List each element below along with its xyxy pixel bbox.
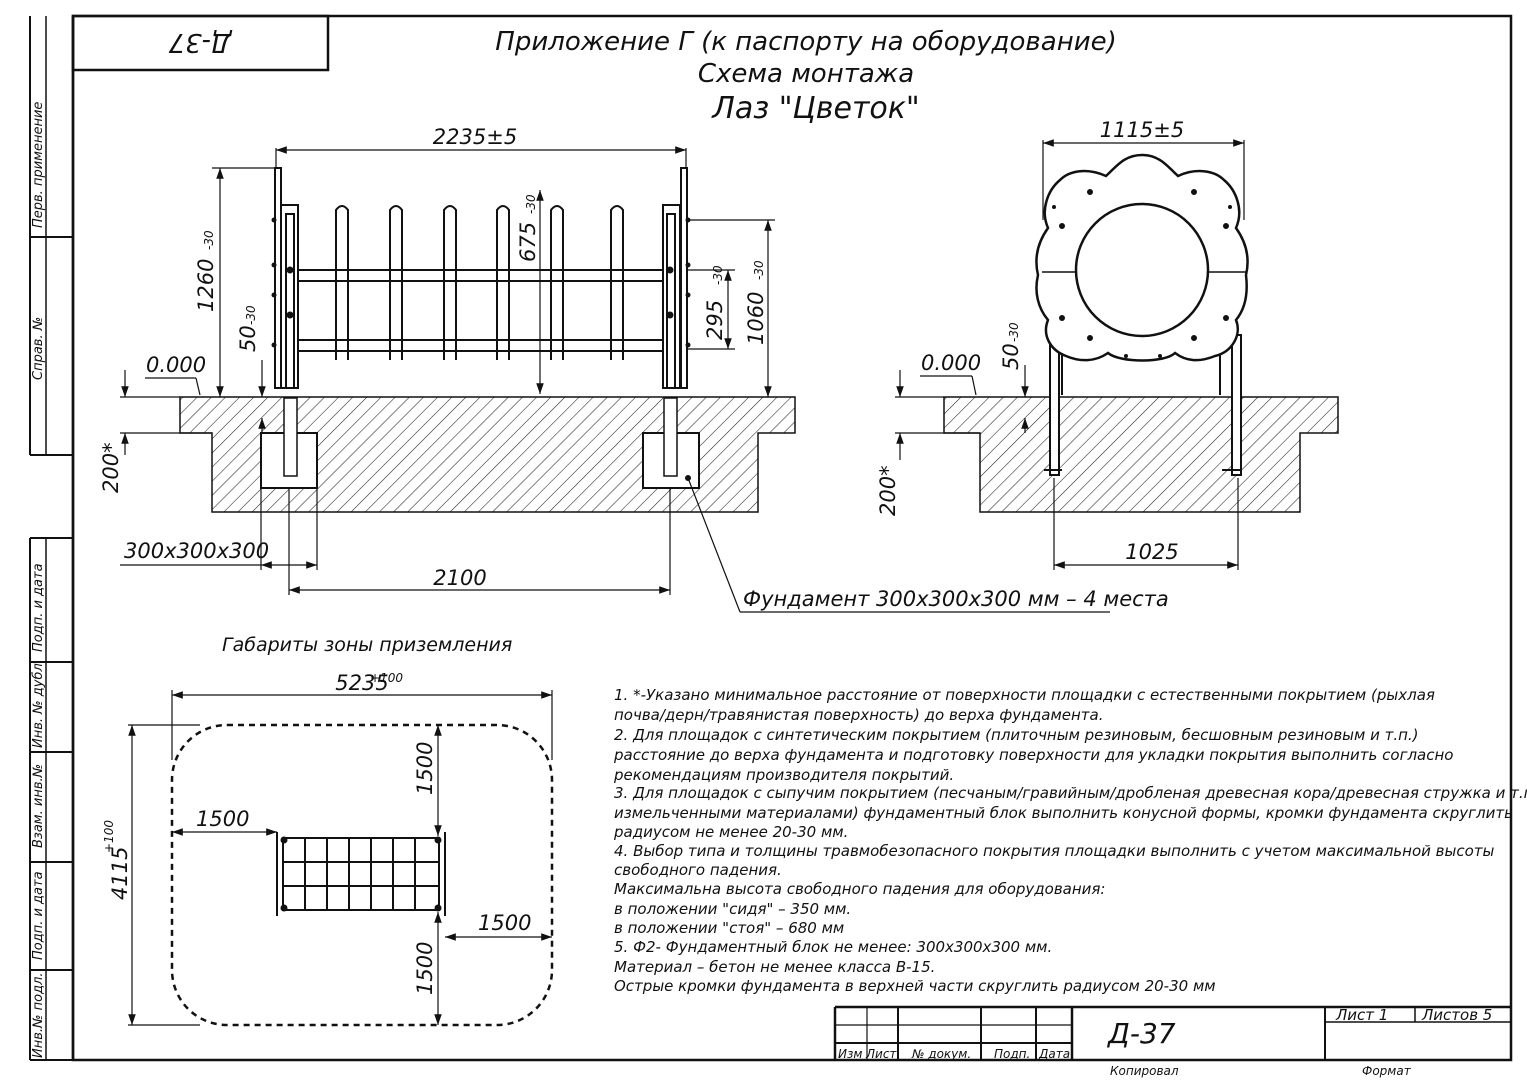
note-line: 2. Для площадок с синтетическим покрытие… (614, 726, 1419, 744)
landing-dim-width: 4115 (108, 847, 132, 900)
side-ground-hatch (943, 396, 1339, 513)
front-foundation-size: 300x300x300 (124, 539, 269, 563)
side-dim-1025: 1025 (1125, 540, 1178, 564)
title-block-col-data: Дата (1038, 1047, 1070, 1061)
note-line: в положении "стоя" – 680 мм (614, 919, 844, 937)
side-dim-width: 1115±5 (1100, 118, 1184, 142)
front-tol-1060: -30 (752, 260, 766, 280)
landing-zone: Габариты зоны приземления 5235 +100 4115… (102, 634, 554, 1027)
code-box-label: Д-37 (168, 27, 232, 57)
side-label-inv-dubl: Инв. № дубл. (31, 659, 46, 748)
title-block-code: Д-37 (1106, 1017, 1176, 1050)
note-line: свободного падения. (614, 861, 782, 879)
note-line: 5. Ф2- Фундаментный блок не менее: 300x3… (614, 938, 1052, 956)
front-tol-1260: -30 (202, 230, 216, 250)
title-line-1: Приложение Г (к паспорту на оборудование… (495, 27, 1116, 57)
title-block-sheets: Листов 5 (1421, 1006, 1492, 1024)
side-tol-50: -30 (1007, 322, 1021, 342)
note-line: Максимальна высота свободного падения дл… (614, 880, 1105, 898)
side-label-inv-podl: Инв.№ подл. (31, 972, 46, 1058)
title-block-col-izm: Изм (838, 1047, 862, 1061)
note-line: расстояние до верха фундамента и подгото… (613, 746, 1453, 764)
side-label-podp-data-2: Подп. и дата (31, 871, 46, 960)
side-stamp-labels: Перв. применение Справ. № Подп. и дата И… (31, 102, 46, 1058)
title-block-sheet: Лист 1 (1335, 1006, 1388, 1024)
technical-notes: 1. *-Указано минимальное расстояние от п… (613, 686, 1527, 995)
front-tol-675: -30 (524, 194, 538, 214)
side-label-vzam-inv: Взам. инв.№ (31, 764, 46, 848)
landing-zone-outline (170, 723, 554, 1027)
front-dim-width: 2235±5 (433, 125, 517, 149)
side-label-sprav-no: Справ. № (31, 317, 46, 380)
side-label-podp-data-1: Подп. и дата (31, 563, 46, 652)
landing-dim-bottom: 1500 (413, 942, 437, 995)
note-line: в положении "сидя" – 350 мм. (614, 900, 851, 918)
title-block-col-docnum: № докум. (911, 1047, 971, 1061)
note-line: рекомендациям производителя покрытий. (613, 766, 954, 784)
front-dim-2100: 2100 (433, 566, 486, 590)
front-tol-50: -30 (244, 305, 258, 325)
front-frame (274, 167, 688, 389)
side-level: 0.000 (921, 351, 981, 375)
front-dim-675: 675 (516, 222, 540, 262)
front-dim-200: 200* (99, 442, 123, 493)
title-line-2: Схема монтажа (698, 59, 914, 89)
front-tol-295: -30 (711, 265, 725, 285)
drawing-title: Приложение Г (к паспорту на оборудование… (495, 27, 1116, 126)
side-view: 1115±5 50 -30 0.000 200* 1025 (876, 118, 1339, 570)
title-block: Д-37 Лист 1 Листов 5 Изм Лист № докум. П… (833, 1005, 1511, 1078)
flower-opening (1074, 202, 1210, 338)
front-dim-1060: 1060 (744, 292, 768, 345)
landing-tol-length: +100 (370, 671, 403, 685)
landing-dim-length: 5235 (335, 671, 388, 695)
note-line: почва/дерн/травянистая поверхность) до в… (614, 706, 1104, 724)
code-box: Д-37 (71, 14, 330, 72)
note-line: 3. Для площадок с сыпучим покрытием (пес… (614, 784, 1527, 802)
landing-dim-right: 1500 (478, 911, 531, 935)
side-label-perv-primenenie: Перв. применение (31, 102, 46, 228)
side-dim-50: 50 (999, 343, 1023, 370)
landing-zone-equipment (276, 832, 446, 916)
front-view: 2235±5 1260 -30 675 -30 295 -30 1060 -30… (99, 125, 1169, 613)
landing-zone-title: Габариты зоны приземления (222, 634, 512, 656)
note-line: Острые кромки фундамента в верхней части… (614, 977, 1216, 995)
front-dim-295: 295 (703, 300, 727, 340)
title-block-col-podp: Подп. (994, 1047, 1030, 1061)
side-dim-200: 200* (876, 465, 900, 516)
note-line: радиусом не менее 20-30 мм. (613, 823, 848, 841)
title-block-kopiroval: Копировал (1110, 1064, 1179, 1078)
note-line: измельченными материалами) фундаментный … (614, 804, 1513, 822)
title-block-format: Формат (1362, 1064, 1412, 1078)
landing-tol-width: +100 (102, 820, 116, 853)
front-level: 0.000 (146, 353, 206, 377)
front-dim-50: 50 (236, 325, 260, 352)
note-line: Материал – бетон не менее класса В-15. (614, 958, 935, 976)
landing-dim-left: 1500 (196, 807, 249, 831)
note-line: 1. *-Указано минимальное расстояние от п… (614, 686, 1435, 704)
drawing-frame (29, 14, 1513, 1062)
title-block-col-list: Лист (865, 1047, 897, 1061)
front-foundation-note: Фундамент 300x300x300 мм – 4 места (743, 587, 1169, 611)
front-dim-1260: 1260 (194, 259, 218, 312)
title-line-3: Лаз "Цветок" (711, 91, 919, 126)
landing-dim-top: 1500 (413, 742, 437, 795)
note-line: 4. Выбор типа и толщины травмобезопасног… (614, 842, 1494, 860)
